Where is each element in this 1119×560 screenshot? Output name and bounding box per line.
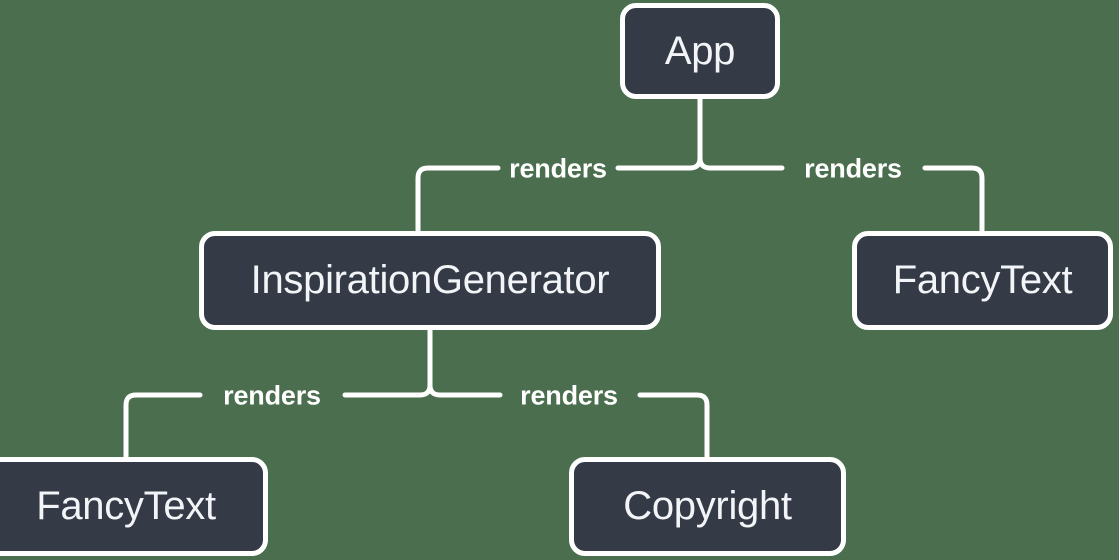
- edge-label-app-to-fancytext-right: renders: [804, 153, 902, 184]
- edge-label-app-to-inspirationgenerator: renders: [509, 153, 607, 184]
- edge-label-inspirationgenerator-to-fancytext-left: renders: [223, 380, 321, 411]
- node-fancytext-left-label: FancyText: [36, 484, 216, 528]
- node-inspirationgenerator[interactable]: InspirationGenerator: [199, 231, 661, 330]
- node-app[interactable]: App: [620, 3, 780, 99]
- node-fancytext-right[interactable]: FancyText: [852, 231, 1113, 330]
- node-fancytext-right-label: FancyText: [892, 258, 1073, 302]
- edge-label-inspirationgenerator-to-copyright: renders: [520, 380, 618, 411]
- node-copyright[interactable]: Copyright: [569, 457, 846, 556]
- node-inspirationgenerator-label: InspirationGenerator: [250, 258, 610, 302]
- edge-app-to-fancytext-right: [697, 155, 985, 234]
- node-app-label: App: [664, 28, 736, 73]
- node-fancytext-left[interactable]: FancyText: [0, 457, 268, 556]
- edge-inspgen-to-copyright: [427, 382, 710, 460]
- node-copyright-label: Copyright: [623, 484, 792, 528]
